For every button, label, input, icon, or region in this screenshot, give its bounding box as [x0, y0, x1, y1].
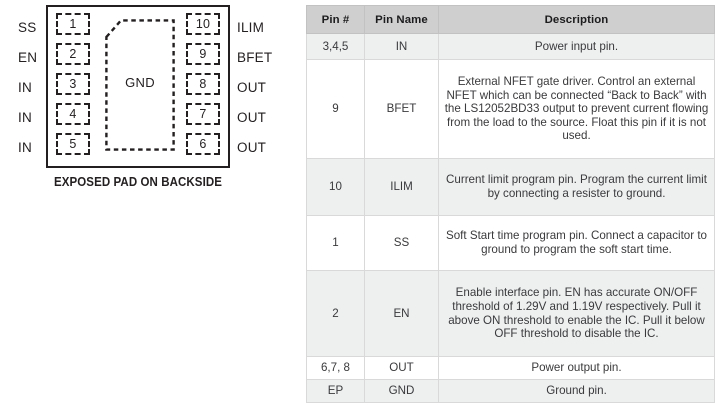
cell-pin-number: 9 — [306, 59, 365, 159]
cell-pin-name: IN — [364, 33, 439, 60]
table-body: 3,4,5 IN Power input pin. 9 BFET Externa… — [306, 33, 715, 403]
pin-signal-label-out-7: OUT — [237, 110, 267, 125]
figure-caption: EXPOSED PAD ON BACKSIDE — [53, 175, 223, 189]
cell-description: External NFET gate driver. Control an ex… — [438, 59, 715, 159]
pin-description-table: Pin # Pin Name Description 3,4,5 IN Powe… — [306, 5, 715, 403]
table-header: Pin # Pin Name Description — [306, 5, 715, 34]
exposed-gnd-pad: GND — [105, 19, 175, 151]
cell-pin-number: 3,4,5 — [306, 33, 365, 60]
pin-pad-4: 4 — [56, 103, 90, 125]
pin-pad-5: 5 — [56, 133, 90, 155]
pin-signal-label-bfet: BFET — [237, 50, 273, 65]
cell-pin-number: 6,7, 8 — [306, 356, 365, 380]
cell-pin-name: OUT — [364, 356, 439, 380]
cell-pin-number: 1 — [306, 215, 365, 271]
cell-description: Power input pin. — [438, 33, 715, 60]
pin-pad-3: 3 — [56, 73, 90, 95]
pin-signal-label-out-8: OUT — [237, 80, 267, 95]
cell-pin-number: 2 — [306, 270, 365, 357]
table-row: 9 BFET External NFET gate driver. Contro… — [306, 59, 715, 159]
pin-pad-6: 6 — [186, 133, 220, 155]
pin-signal-label-ilim: ILIM — [237, 20, 265, 35]
cell-description: Current limit program pin. Program the c… — [438, 158, 715, 216]
cell-pin-number: EP — [306, 379, 365, 403]
pin-pad-2: 2 — [56, 43, 90, 65]
cell-pin-name: BFET — [364, 59, 439, 159]
column-header-description: Description — [438, 5, 715, 34]
cell-pin-number: 10 — [306, 158, 365, 216]
pin-pad-8: 8 — [186, 73, 220, 95]
pin-signal-label-en: EN — [18, 50, 38, 65]
table-header-row: Pin # Pin Name Description — [306, 5, 715, 34]
pin-description-table-wrapper: Pin # Pin Name Description 3,4,5 IN Powe… — [306, 5, 715, 403]
pin-pad-9: 9 — [186, 43, 220, 65]
table-row: 6,7, 8 OUT Power output pin. — [306, 356, 715, 380]
cell-pin-name: ILIM — [364, 158, 439, 216]
table-row: 1 SS Soft Start time program pin. Connec… — [306, 215, 715, 271]
table-row: 2 EN Enable interface pin. EN has accura… — [306, 270, 715, 357]
table-row: 3,4,5 IN Power input pin. — [306, 33, 715, 60]
pin-pad-10: 10 — [186, 13, 220, 35]
cell-description: Enable interface pin. EN has accurate ON… — [438, 270, 715, 357]
pin-signal-label-ss: SS — [18, 20, 37, 35]
cell-pin-name: SS — [364, 215, 439, 271]
pin-pad-1: 1 — [56, 13, 90, 35]
cell-pin-name: EN — [364, 270, 439, 357]
pin-pad-7: 7 — [186, 103, 220, 125]
table-row: 10 ILIM Current limit program pin. Progr… — [306, 158, 715, 216]
cell-description: Soft Start time program pin. Connect a c… — [438, 215, 715, 271]
pin-signal-label-in-5: IN — [18, 140, 32, 155]
pin-signal-label-out-6: OUT — [237, 140, 267, 155]
column-header-pin-number: Pin # — [306, 5, 365, 34]
cell-pin-name: GND — [364, 379, 439, 403]
table-row: EP GND Ground pin. — [306, 379, 715, 403]
package-pinout-figure: 1 2 3 4 5 10 9 8 7 6 GND SS EN IN IN IN … — [0, 0, 296, 400]
cell-description: Power output pin. — [438, 356, 715, 380]
pin-signal-label-in-3: IN — [18, 80, 32, 95]
column-header-pin-name: Pin Name — [364, 5, 439, 34]
package-outline: 1 2 3 4 5 10 9 8 7 6 GND — [46, 5, 230, 168]
gnd-pad-shape-icon — [105, 19, 175, 151]
gnd-pad-label: GND — [125, 75, 155, 90]
pin-signal-label-in-4: IN — [18, 110, 32, 125]
cell-description: Ground pin. — [438, 379, 715, 403]
